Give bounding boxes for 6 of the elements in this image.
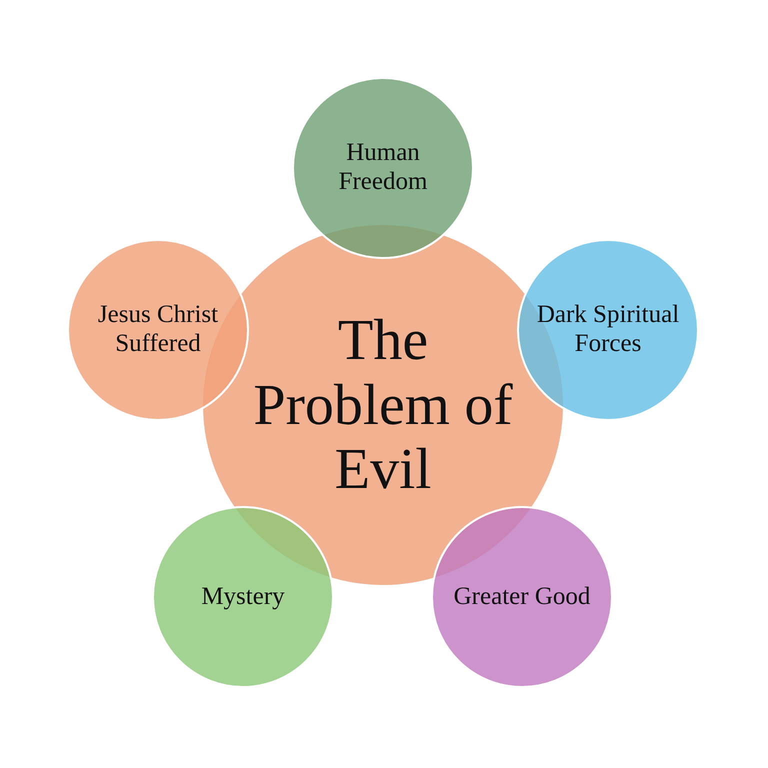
- node-label: Mystery: [200, 582, 286, 612]
- node-label: Human Freedom: [338, 139, 428, 197]
- node-label: Jesus Christ Suffered: [96, 301, 220, 359]
- title-label: The Problem of Evil: [252, 308, 514, 502]
- node-label: Greater Good: [452, 582, 592, 612]
- node-label: Dark Spiritual Forces: [536, 301, 680, 359]
